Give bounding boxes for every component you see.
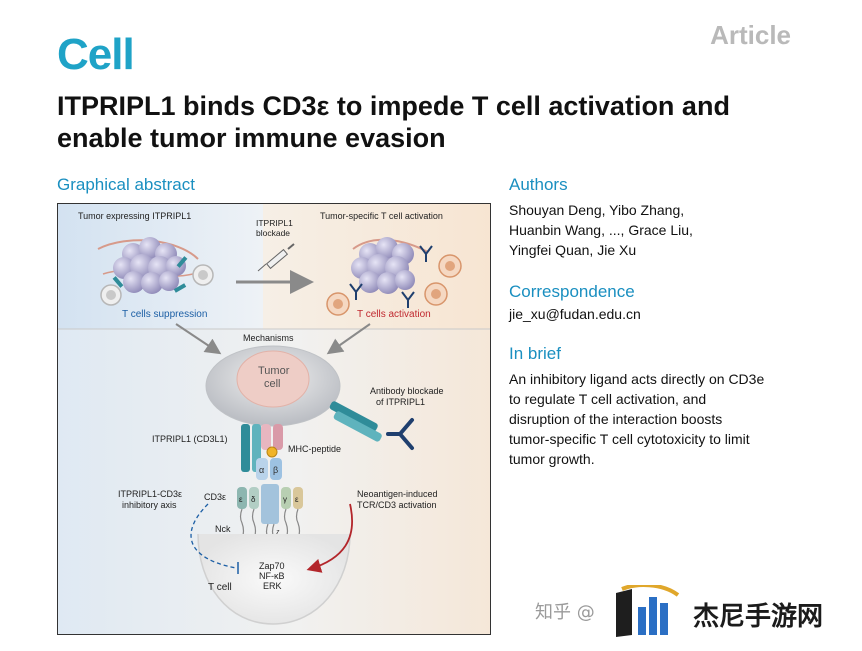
- zeta-label: ζ: [276, 529, 280, 538]
- tcr-alpha: [256, 458, 268, 480]
- correspondence-email[interactable]: jie_xu@fudan.edu.cn: [509, 306, 641, 322]
- in-brief-heading: In brief: [509, 344, 561, 363]
- mechanisms-label: Mechanisms: [243, 333, 294, 343]
- cd3-epsilon-right: [293, 487, 303, 509]
- alpha-label: α: [259, 465, 264, 475]
- activation-label: T cells activation: [357, 309, 431, 320]
- zhihu-watermark: 知乎 @: [535, 602, 595, 623]
- top-right-title: Tumor-specific T cell activation: [320, 211, 443, 221]
- graphical-abstract-figure: Tumor expressing ITPRIPL1 ITPRIPL1 block…: [57, 203, 491, 635]
- site-logo-icon: [612, 583, 686, 641]
- correspondence-heading: Correspondence: [509, 282, 635, 301]
- in-brief-line: disruption of the interaction boosts: [509, 411, 723, 427]
- tumor-nucleus: [236, 350, 310, 408]
- antibody-label-1: Antibody blockade: [370, 386, 444, 396]
- article-title: ITPRIPL1 binds CD3ε to impede T cell act…: [57, 91, 730, 153]
- journal-logo: Cell: [57, 30, 135, 79]
- epsilon-left-label: ε: [239, 495, 243, 504]
- blockade-label-2: blockade: [256, 228, 290, 238]
- itpripl1-blocked-ligand: [329, 401, 382, 442]
- nck-label: Nck: [215, 524, 231, 534]
- mhc-label: MHC-peptide: [288, 444, 341, 454]
- tcr-beta: [270, 458, 282, 480]
- top-left-title: Tumor expressing ITPRIPL1: [78, 211, 191, 221]
- cd3-epsilon-left: [237, 487, 247, 509]
- tumor-cluster-left: [97, 237, 199, 294]
- author-line: Yingfei Quan, Jie Xu: [509, 242, 637, 258]
- author-list: Shouyan Deng, Yibo Zhang, Huanbin Wang, …: [509, 200, 693, 260]
- tumor-cell-label-2: cell: [264, 378, 281, 390]
- tcr-stalk: [261, 484, 279, 524]
- itpripl1-label: ITPRIPL1 (CD3L1): [152, 434, 228, 444]
- activation-arrow: [306, 503, 353, 573]
- in-brief-text: An inhibitory ligand acts directly on CD…: [509, 369, 764, 469]
- author-line: Shouyan Deng, Yibo Zhang,: [509, 202, 685, 218]
- suppression-label: T cells suppression: [122, 309, 207, 320]
- cd3-delta: [249, 487, 259, 509]
- nfkb-label: NF-κB: [259, 571, 285, 581]
- gamma-label: γ: [283, 495, 287, 504]
- cd3-gamma: [281, 487, 291, 509]
- authors-heading: Authors: [509, 175, 568, 194]
- mechanism-arrow-left: [175, 323, 222, 355]
- cd3e-label: CD3ε: [204, 492, 226, 502]
- in-brief-line: tumor-specific T cell cytotoxicity to li…: [509, 431, 750, 447]
- antibody-icon: [349, 245, 433, 308]
- author-line: Huanbin Wang, ..., Grace Liu,: [509, 222, 693, 238]
- epsilon-right-label: ε: [295, 495, 299, 504]
- tcell-label: T cell: [208, 582, 232, 593]
- syringe-icon: [257, 243, 295, 272]
- in-brief-line: tumor growth.: [509, 451, 595, 467]
- axis-label-2: inhibitory axis: [122, 500, 177, 510]
- in-brief-line: to regulate T cell activation, and: [509, 391, 707, 407]
- inhibitory-dashed-arrow: [190, 503, 237, 569]
- delta-label: δ: [251, 495, 256, 504]
- antibody-label-2: of ITPRIPL1: [376, 397, 425, 407]
- tumor-cell-label-1: Tumor: [258, 365, 290, 377]
- blockade-label-1: ITPRIPL1: [256, 218, 293, 228]
- graphical-abstract-heading: Graphical abstract: [57, 175, 195, 194]
- axis-label-1: ITPRIPL1-CD3ε: [118, 489, 182, 499]
- site-name: 杰尼手游网: [693, 602, 824, 632]
- neo-label-2: TCR/CD3 activation: [357, 500, 437, 510]
- mhc-peptide-complex: [261, 424, 283, 458]
- in-brief-line: An inhibitory ligand acts directly on CD…: [509, 371, 765, 387]
- beta-label: β: [273, 465, 278, 475]
- erk-label: ERK: [263, 581, 282, 591]
- blocking-antibody-icon: [386, 418, 414, 450]
- mechanism-arrow-right: [326, 323, 371, 355]
- zap70-label: Zap70: [259, 561, 285, 571]
- neo-label-1: Neoantigen-induced: [357, 489, 438, 499]
- article-type-label: Article: [710, 20, 791, 50]
- tcell-body: [197, 533, 351, 625]
- tumor-cluster-right: [351, 237, 429, 294]
